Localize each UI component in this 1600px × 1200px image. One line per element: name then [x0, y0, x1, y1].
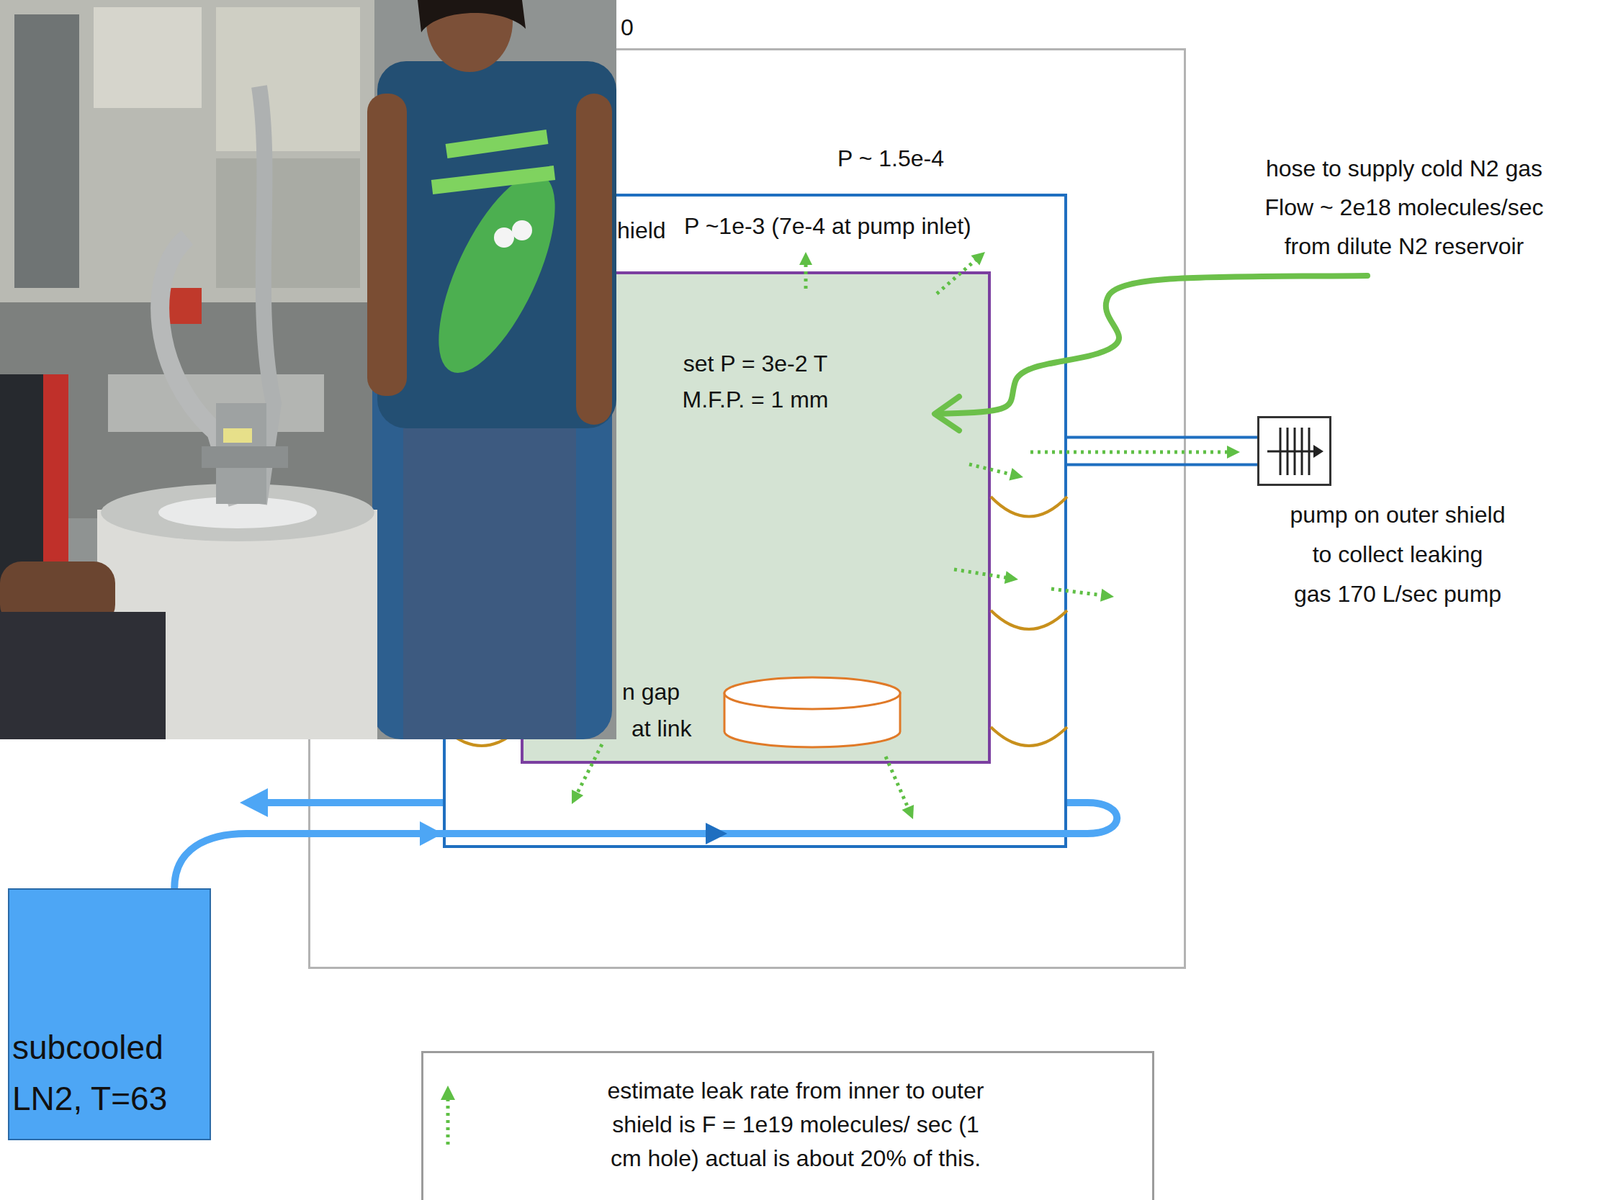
reservoir-label: subcooled LN2, T=63 [12, 1022, 207, 1125]
cold-gas-hose [934, 275, 1368, 431]
legend-text-wrap: estimate leak rate from inner to outer s… [514, 1074, 1077, 1176]
leak-arrowhead [1100, 589, 1114, 602]
pressure-label: P ~ 1.5e-4 [768, 144, 1014, 173]
leak-arrowhead [902, 805, 914, 820]
leak-arrowhead [971, 252, 986, 266]
connector-path [1067, 436, 1258, 440]
leak-arrowhead [571, 789, 584, 805]
leak-arrows [571, 252, 1240, 820]
heading-fragment-wrap: hield [617, 216, 667, 245]
legend-text: estimate leak rate from inner to outer s… [514, 1074, 1077, 1176]
coolant-line [174, 821, 443, 889]
ln2-return-arrowhead [239, 788, 268, 818]
leak-arrow [936, 258, 978, 294]
link-label-wrap: at link [631, 714, 692, 744]
hose-note-wrap: hose to supply cold N2 gas Flow ~ 2e18 m… [1224, 149, 1585, 266]
heading-fragment: 0 [620, 12, 634, 42]
connector-path [174, 833, 443, 889]
pump-box: pump on outer shield to collect leaking … [1257, 416, 1332, 487]
reservoir-label-wrap: subcooled LN2, T=63 [12, 1022, 207, 1125]
leak-arrow [1030, 450, 1230, 455]
legend-swatch [440, 1085, 456, 1145]
gap-label: n gap [622, 677, 680, 707]
ln2-reservoir: subcooled LN2, T=63 [7, 888, 211, 1141]
pump-symbol [1267, 427, 1315, 476]
pressure-setting: set P = 3e-2 T [589, 345, 921, 382]
leak-arrowhead [1004, 571, 1019, 584]
sample-cylinder [724, 677, 901, 748]
leak-arrow [576, 744, 602, 796]
hose-note: hose to supply cold N2 gas Flow ~ 2e18 m… [1224, 149, 1585, 266]
inner-shield-box: set P = 3e-2 TM.F.P. = 1 mm [520, 271, 991, 764]
connector-arrowhead [419, 821, 443, 847]
leak-arrow [885, 756, 909, 811]
leak-arrow [1051, 589, 1104, 596]
heading-fragment: hield [617, 216, 667, 245]
connector-path [1067, 463, 1258, 467]
leak-arrowhead [799, 252, 813, 265]
outer-shield-box: hield P ~1e-3 (7e-4 at pump inlet) set P =… [442, 193, 1068, 849]
ln2-flow-arrowhead [705, 823, 728, 845]
pump-caption: pump on outer shield to collect leaking … [1246, 495, 1549, 615]
mean-free-path: M.F.P. = 1 mm [589, 381, 921, 418]
leak-arrowhead [1227, 445, 1240, 459]
heading-fragment-wrap: 0 [620, 12, 634, 42]
pressure-label: P ~1e-3 (7e-4 at pump inlet) [684, 211, 972, 241]
heat-link-arcs [442, 496, 1068, 746]
outer-vacuum-box: 0P ~ 1.5e-4hieldP ~1e-3 (7e-4 at pump in… [308, 48, 1186, 970]
leak-arrow [954, 569, 1009, 579]
pump-caption-wrap: pump on outer shield to collect leaking … [1246, 495, 1549, 615]
pressure-label-wrap: P ~ 1.5e-4 [768, 144, 1014, 173]
pump-tube [1067, 437, 1258, 466]
mean-free-path-wrap: M.F.P. = 1 mm [589, 381, 921, 418]
link-label: at link [631, 714, 692, 744]
pressure-setting-wrap: set P = 3e-2 T [589, 345, 921, 382]
ln2-loop [259, 802, 1117, 834]
leak-arrow [969, 464, 1014, 476]
pump-arrowhead [1313, 445, 1324, 458]
leak-arrow [804, 262, 808, 289]
pressure-label-wrap: P ~1e-3 (7e-4 at pump inlet) [684, 211, 972, 241]
leak-arrowhead [1008, 468, 1024, 482]
gap-label-wrap: n gap [622, 677, 680, 707]
